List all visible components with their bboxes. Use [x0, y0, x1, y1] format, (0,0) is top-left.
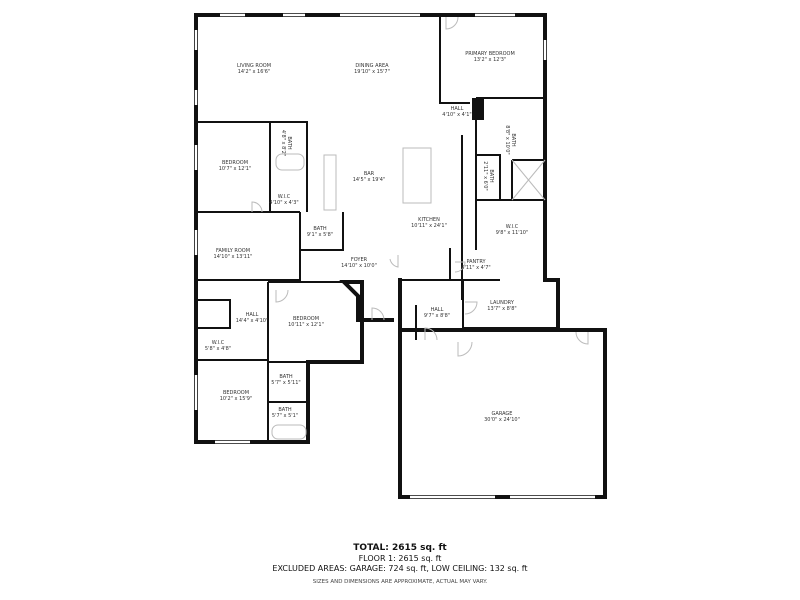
room-name: DINING AREA — [355, 63, 389, 69]
room-dims: 14'10" x 13'11" — [213, 254, 253, 260]
disclaimer: SIZES AND DIMENSIONS ARE APPROXIMATE, AC… — [312, 579, 488, 585]
room-name: W.I.C — [277, 194, 291, 200]
room-dims: 6'11" x 4'7" — [461, 265, 491, 271]
room-name: GARAGE — [491, 411, 513, 417]
room-name: BEDROOM — [221, 160, 249, 166]
windows — [194, 13, 595, 499]
room-name: BATH — [313, 226, 327, 232]
room-dims: 30'0" x 24'10" — [484, 417, 520, 423]
room-dims: 10'7" x 12'1" — [218, 166, 252, 172]
room-dims: 13'7" x 8'8" — [487, 306, 517, 312]
excluded-areas: EXCLUDED AREAS: GARAGE: 724 sq. ft, LOW … — [272, 564, 528, 573]
room-dims: 14'5" x 19'4" — [352, 177, 386, 183]
room-name: BATH — [278, 407, 292, 413]
room-name: KITCHEN — [418, 217, 440, 223]
room-name: HALL — [245, 312, 259, 318]
interior-walls — [196, 15, 558, 442]
room-name: FOYER — [350, 257, 368, 263]
room-dims: 2'11" x 6'0" — [482, 161, 488, 191]
room-name: BEDROOM — [222, 390, 250, 396]
room-name: BATH — [510, 133, 516, 147]
floor-area: FLOOR 1: 2615 sq. ft — [358, 554, 442, 563]
room-dims: 10'11" x 24'1" — [411, 223, 447, 229]
room-name: PANTRY — [466, 259, 486, 265]
total-area: TOTAL: 2615 sq. ft — [353, 543, 447, 553]
room-name: BATH — [279, 374, 293, 380]
room-dims: 14'2" x 16'6" — [237, 69, 271, 75]
room-dims: 5'7" x 5'1" — [271, 413, 299, 419]
room-name: FAMILY ROOM — [215, 248, 251, 254]
room-dims: 4'10" x 4'3" — [269, 200, 299, 206]
room-dims: 9'7" x 8'8" — [423, 313, 451, 319]
room-name: LIVING ROOM — [236, 63, 272, 69]
room-dims: 13'2" x 12'3" — [473, 57, 507, 63]
room-dims: 10'2" x 15'9" — [219, 396, 253, 402]
room-dims: 4'8" x 8'2" — [280, 129, 286, 157]
room-name: W.I.C — [211, 340, 225, 346]
room-name: HALL — [450, 106, 464, 112]
room-name: BATH — [286, 136, 292, 150]
room-name: BATH — [488, 169, 494, 183]
room-name: LAUNDRY — [490, 300, 514, 306]
room-name: W.I.C — [505, 224, 519, 230]
room-dims: 10'11" x 12'1" — [288, 322, 324, 328]
room-dims: 8'8" x 10'0" — [504, 125, 510, 155]
room-dims: 5'8" x 4'8" — [204, 346, 232, 352]
room-name: PRIMARY BEDROOM — [465, 51, 515, 57]
room-dims: 14'10" x 10'0" — [341, 263, 377, 269]
room-dims: 9'1" x 5'8" — [306, 232, 334, 238]
room-name: HALL — [430, 307, 444, 313]
doors — [251, 16, 589, 357]
room-dims: 14'4" x 4'10" — [235, 318, 269, 324]
room-name: BEDROOM — [292, 316, 320, 322]
room-name: BAR — [363, 171, 375, 177]
exterior-walls — [194, 13, 607, 499]
room-dims: 5'7" x 5'11" — [271, 380, 301, 386]
room-dims: 19'10" x 15'7" — [354, 69, 390, 75]
room-dims: 4'10" x 4'1" — [442, 112, 472, 118]
room-dims: 9'8" x 11'10" — [495, 230, 529, 236]
